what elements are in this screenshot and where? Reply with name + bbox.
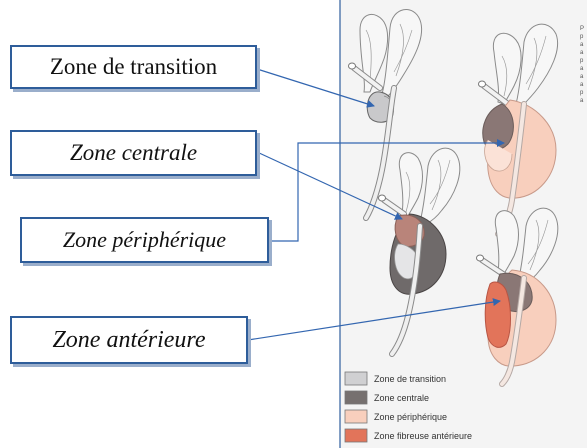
arrow-anterieure	[247, 298, 501, 341]
legend: Zone de transition Zone centrale Zone pé…	[344, 371, 472, 443]
side-text: a	[580, 74, 584, 80]
callout-label: Zone périphérique	[62, 227, 227, 252]
side-text: p	[580, 58, 584, 64]
legend-label: Zone de transition	[374, 374, 446, 384]
legend-swatch	[344, 371, 368, 386]
legend-item: Zone centrale	[344, 390, 429, 405]
prostate-figure-peripheral	[478, 23, 558, 237]
connector-arrows	[247, 68, 505, 341]
side-text: a	[580, 66, 584, 72]
callout-label: Zone antérieure	[52, 326, 206, 353]
callout-zone-centrale: Zone centrale	[10, 130, 257, 176]
callout-label: Zone de transition	[49, 54, 218, 79]
side-text: P	[580, 26, 584, 32]
side-text: a	[580, 42, 584, 48]
side-text: p	[580, 90, 584, 96]
callout-label: Zone centrale	[69, 140, 198, 165]
arrow-centrale	[256, 151, 403, 220]
legend-label: Zone centrale	[374, 393, 429, 403]
side-text: a	[580, 50, 584, 56]
legend-swatch	[344, 390, 368, 405]
callout-zone-peripherique: Zone périphérique	[20, 217, 269, 263]
legend-item: Zone fibreuse antérieure	[344, 428, 472, 443]
legend-swatch	[344, 428, 368, 443]
cropped-side-text: P p a a p a a a p a	[580, 26, 584, 104]
legend-swatch	[344, 409, 368, 424]
legend-item: Zone de transition	[344, 371, 446, 386]
callout-zone-transition: Zone de transition	[10, 45, 257, 89]
side-text: a	[580, 98, 584, 104]
side-text: p	[580, 34, 584, 40]
legend-label: Zone périphérique	[374, 412, 447, 422]
arrow-peripherique	[269, 139, 505, 242]
legend-item: Zone périphérique	[344, 409, 447, 424]
callout-zone-anterieure: Zone antérieure	[10, 316, 248, 364]
arrow-transition	[256, 68, 375, 108]
prostate-figure-anterior	[476, 207, 559, 387]
side-text: a	[580, 82, 584, 88]
prostate-figure-transition	[348, 9, 422, 221]
prostate-figure-central	[378, 147, 461, 357]
legend-label: Zone fibreuse antérieure	[374, 431, 472, 441]
